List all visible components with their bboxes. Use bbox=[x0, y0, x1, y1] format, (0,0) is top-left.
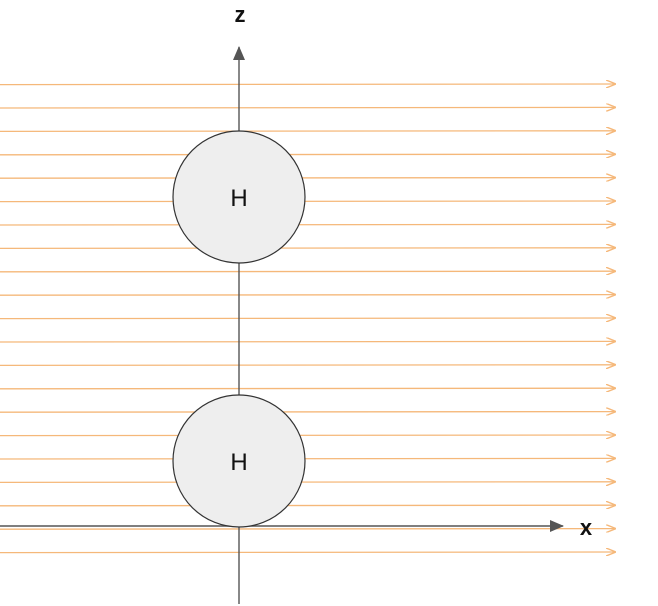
field-line-arrow bbox=[0, 154, 615, 155]
hydrogen-atom-bottom: H bbox=[172, 394, 306, 528]
field-line-arrow bbox=[0, 505, 615, 506]
field-line-arrow bbox=[0, 388, 615, 389]
field-line-arrow bbox=[0, 482, 615, 483]
field-line-arrow bbox=[0, 295, 615, 296]
field-line-arrow bbox=[0, 412, 615, 413]
field-line-arrow bbox=[0, 458, 615, 459]
field-line-arrow bbox=[0, 201, 615, 202]
field-lines bbox=[0, 84, 615, 553]
field-line-arrow bbox=[0, 178, 615, 179]
atom-label: H bbox=[230, 449, 247, 476]
field-line-arrow bbox=[0, 84, 615, 85]
field-line-arrow bbox=[0, 529, 615, 530]
hydrogen-atom-top: H bbox=[172, 130, 306, 264]
z-axis-label: z bbox=[235, 2, 246, 27]
field-line-arrow bbox=[0, 224, 615, 225]
field-line-arrow bbox=[0, 248, 615, 249]
field-line-arrow bbox=[0, 271, 615, 272]
field-line-arrow bbox=[0, 131, 615, 132]
atom-circle bbox=[172, 130, 306, 264]
field-line-arrow bbox=[0, 318, 615, 319]
field-line-arrow bbox=[0, 341, 615, 342]
atom-label: H bbox=[230, 185, 247, 212]
field-line-arrow bbox=[0, 365, 615, 366]
x-axis-label: x bbox=[580, 515, 593, 540]
atom-circle bbox=[172, 394, 306, 528]
field-line-arrow bbox=[0, 435, 615, 436]
field-line-arrow bbox=[0, 107, 615, 108]
field-line-arrow bbox=[0, 552, 615, 553]
